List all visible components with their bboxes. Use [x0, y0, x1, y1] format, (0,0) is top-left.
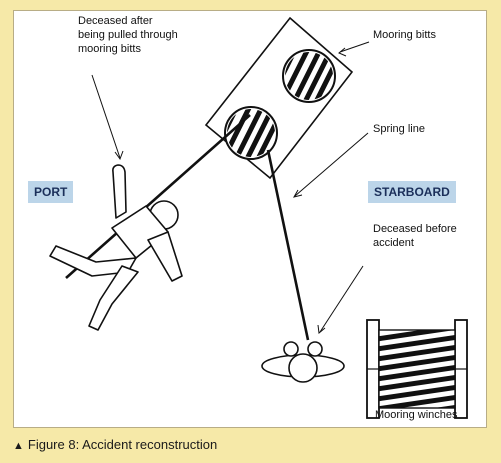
starboard-label: STARBOARD — [368, 181, 456, 203]
label-mooring-bitts: Mooring bitts — [373, 29, 436, 41]
deceased-after-figure — [49, 164, 183, 331]
deceased-before-figure — [261, 341, 345, 383]
mooring-bitts-plate — [204, 16, 354, 180]
mooring-bitt-lower — [224, 106, 278, 160]
label-spring-line: Spring line — [373, 123, 425, 135]
caption-triangle-icon: ▲ — [13, 440, 24, 452]
port-label: PORT — [28, 181, 74, 203]
label-deceased-before: Deceased before accident — [373, 223, 457, 249]
mooring-bitt-upper — [282, 49, 336, 103]
figure-caption: ▲Figure 8: Accident reconstruction — [13, 437, 217, 452]
label-mooring-winches: Mooring winches — [375, 409, 458, 421]
spring-line-rope — [266, 149, 310, 341]
caption-text: Figure 8: Accident reconstruction — [27, 437, 218, 452]
label-deceased-after: Deceased after being pulled through moor… — [78, 15, 178, 55]
rope-to-deceased — [65, 114, 251, 279]
label-pointers — [91, 41, 370, 334]
mooring-winch — [366, 319, 468, 419]
